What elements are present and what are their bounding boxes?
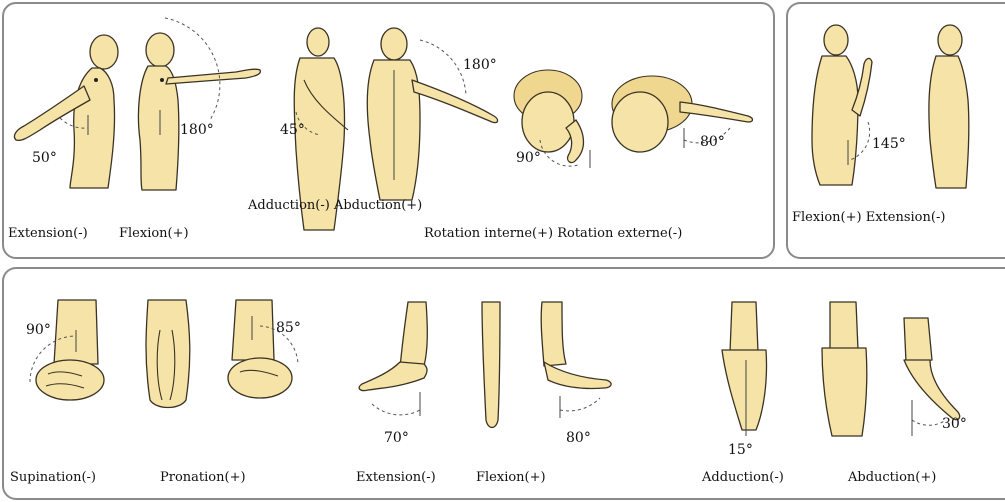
supination-figure (30, 300, 104, 400)
hand-abduction-angle: 30° (942, 416, 967, 432)
shoulder-rotation-label: Rotation interne(+) Rotation externe(-) (424, 226, 682, 241)
pronation-angle: 85° (276, 320, 301, 336)
shoulder-flexion-angle: 180° (180, 122, 214, 138)
wrist-flexion-figure (541, 302, 611, 418)
shoulder-extension-figure (14, 35, 118, 188)
hand-abduction-label: Abduction(+) (848, 470, 936, 485)
hand-neutral-figure (822, 302, 867, 436)
shoulder-external-rotation-figure (612, 76, 753, 152)
pronation-85-figure (228, 300, 298, 398)
shoulder-abduction-figure (367, 28, 497, 200)
elbow-flexion-angle: 145° (872, 136, 906, 152)
elbow-extension-figure (929, 25, 969, 188)
wrist-extension-figure (359, 302, 427, 416)
shoulder-extension-angle: 50° (32, 150, 57, 166)
shoulder-extension-label: Extension(-) (8, 226, 88, 241)
hand-adduction-label: Adduction(-) (702, 470, 784, 485)
pronation-figure (146, 300, 190, 408)
shoulder-external-rotation-angle: 80° (700, 134, 725, 150)
supination-label: Supination(-) (10, 470, 96, 485)
shoulder-adduction-abduction-label: Adduction(-) Abduction(+) (248, 198, 422, 213)
hand-adduction-figure (722, 302, 767, 436)
shoulder-flexion-label: Flexion(+) (119, 226, 189, 241)
shoulder-flexion-figure (138, 18, 260, 190)
wrist-extension-angle: 70° (384, 430, 409, 446)
hand-adduction-angle: 15° (728, 442, 753, 458)
supination-angle: 90° (26, 322, 51, 338)
wrist-extension-label: Extension(-) (356, 470, 436, 485)
elbow-flexion-figure (812, 25, 872, 185)
shoulder-abduction-angle: 180° (463, 57, 497, 73)
wrist-flexion-angle: 80° (566, 430, 591, 446)
wrist-flexion-label: Flexion(+) (476, 470, 546, 485)
elbow-flexion-extension-label: Flexion(+) Extension(-) (792, 210, 945, 225)
wrist-neutral-figure (482, 302, 500, 428)
pronation-label: Pronation(+) (160, 470, 246, 485)
shoulder-internal-rotation-angle: 90° (516, 150, 541, 166)
shoulder-adduction-angle: 45° (280, 122, 305, 138)
